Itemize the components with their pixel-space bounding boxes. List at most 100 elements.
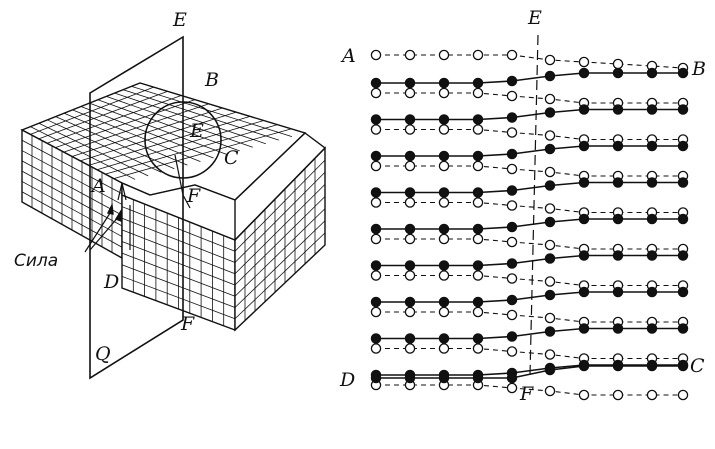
atom-filled — [677, 323, 689, 334]
atom-filled — [544, 107, 556, 118]
grid-line — [234, 196, 326, 286]
atom-open — [438, 49, 450, 61]
atom-open — [472, 49, 484, 61]
atom-open — [506, 382, 518, 394]
atom-filled — [506, 372, 518, 384]
atomic-lattice-figure — [370, 34, 689, 401]
grid-line — [105, 124, 278, 175]
atom-filled — [370, 296, 382, 308]
grid-line — [121, 217, 236, 263]
atom-filled — [646, 360, 658, 372]
atom-open — [404, 233, 416, 245]
atom-open — [646, 389, 658, 401]
block-step-edge — [234, 132, 327, 241]
grid-line — [113, 128, 292, 179]
atom-filled — [544, 289, 556, 301]
atom-open — [404, 270, 416, 281]
atom-open — [370, 124, 382, 135]
atom-filled — [404, 150, 416, 162]
grid-line — [234, 184, 326, 275]
grid-line — [71, 107, 223, 157]
atom-filled — [506, 258, 518, 269]
bond-line-open — [376, 347, 683, 360]
atom-open — [370, 270, 382, 281]
atom-filled — [506, 294, 518, 306]
atom-open — [404, 343, 416, 354]
atom-filled — [578, 360, 590, 372]
atom-open — [438, 306, 450, 318]
atom-filled — [646, 250, 658, 261]
label-F-right: F — [519, 383, 534, 405]
grid-line — [121, 241, 236, 286]
label-B-left: B — [204, 69, 219, 91]
atom-filled — [370, 150, 382, 162]
bond-line-open — [376, 92, 683, 104]
atom-filled — [404, 77, 416, 89]
atom-open — [544, 349, 556, 360]
atom-open — [544, 239, 556, 251]
bond-line-open — [376, 238, 683, 250]
atom-filled — [472, 333, 484, 344]
atom-open — [472, 160, 484, 172]
label-F-bottom: F — [180, 313, 195, 335]
atom-open — [438, 87, 450, 99]
grid-line — [55, 99, 196, 149]
atom-filled — [404, 260, 416, 271]
grid-line — [121, 252, 236, 297]
atom-open — [472, 87, 484, 99]
atom-filled — [677, 360, 689, 372]
atom-open — [370, 343, 382, 354]
atom-open — [506, 346, 518, 357]
atom-open — [404, 197, 416, 208]
atom-open — [438, 124, 450, 135]
atom-open — [506, 49, 518, 61]
atom-filled — [472, 150, 484, 162]
atom-filled — [438, 114, 450, 125]
atom-filled — [506, 75, 518, 87]
grid-line — [21, 150, 123, 205]
atom-open — [544, 385, 556, 397]
grid-line — [121, 229, 236, 275]
cutting-plane — [89, 35, 184, 380]
bond-line-filled — [376, 145, 683, 157]
grid-line — [21, 181, 123, 237]
atom-filled — [646, 67, 658, 79]
atom-filled — [612, 177, 624, 188]
atom-open — [370, 49, 382, 61]
atom-open — [370, 233, 382, 245]
bond-line-filled — [376, 327, 683, 340]
atom-open — [544, 276, 556, 287]
atom-filled — [677, 67, 689, 79]
atom-open — [544, 166, 556, 178]
atom-open — [472, 306, 484, 318]
atom-filled — [544, 253, 556, 264]
label-E-top: E — [172, 9, 187, 31]
atom-open — [578, 389, 590, 401]
atom-open — [544, 203, 556, 214]
grid-line — [38, 90, 168, 140]
atom-filled — [544, 364, 556, 376]
grid-line — [121, 276, 236, 320]
atom-open — [544, 312, 556, 324]
atom-filled — [646, 104, 658, 115]
force-arrowhead-2 — [114, 208, 122, 223]
atom-filled — [646, 140, 658, 152]
grid-line — [234, 220, 326, 308]
atom-filled — [438, 150, 450, 162]
atom-open — [472, 270, 484, 281]
atom-open — [472, 124, 484, 135]
label-D-right: D — [339, 369, 355, 391]
grid-line — [96, 120, 264, 171]
atom-filled — [578, 140, 590, 152]
atom-open — [472, 233, 484, 245]
atom-filled — [677, 104, 689, 115]
atom-filled — [404, 333, 416, 344]
force-arrowhead-1 — [106, 202, 114, 215]
force-arrow-1 — [84, 209, 113, 253]
atom-filled — [438, 260, 450, 271]
atom-filled — [612, 104, 624, 115]
atom-filled — [578, 104, 590, 115]
label-C-left: C — [224, 147, 239, 169]
atom-open — [544, 54, 556, 66]
